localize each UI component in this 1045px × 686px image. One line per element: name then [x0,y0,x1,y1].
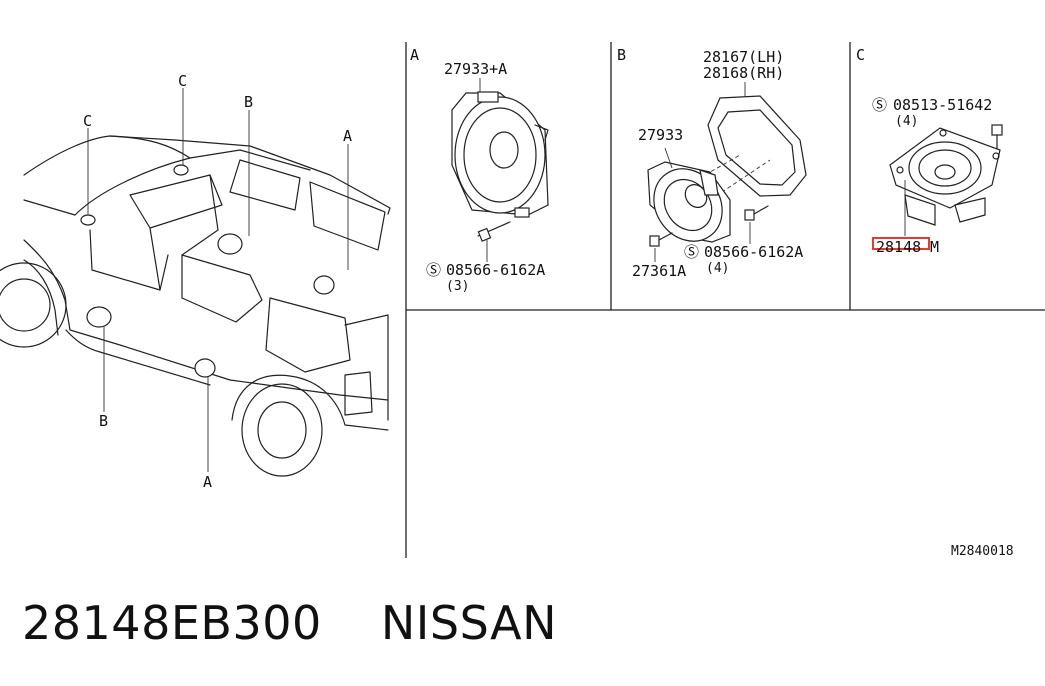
panel-a-speaker [451,78,549,262]
highlight-box[interactable] [872,237,930,250]
figure-code: M2840018 [951,544,1014,559]
panel-a-letter: A [410,46,419,64]
panel-b-screw-label: 08566-6162A [704,243,803,261]
callout-c-top: C [178,72,187,90]
panel-b-part-lh: 28167(LH) [703,48,784,66]
panel-b-bolt-label: 27361A [632,262,686,280]
panel-c-highlight-part[interactable]: 28148 [876,238,921,256]
panel-c-screw-symbol: Ⓢ [872,96,887,114]
panel-b-screw-symbol: Ⓢ [684,243,699,261]
panel-b-speaker-label: 27933 [638,126,683,144]
panel-a-screw-label: 08566-6162A [446,261,545,279]
panel-c-highlight-suffix: M [930,238,939,256]
callout-b-top: B [244,93,253,111]
panel-c-screw-qty: (4) [895,114,918,129]
panel-c-tweeter [889,124,1003,236]
panel-a-part-label: 27933+A [444,60,507,78]
panel-a-screw-symbol: Ⓢ [426,261,441,279]
panel-b-part-rh: 28168(RH) [703,64,784,82]
caption: 28148EB300 NISSAN [22,596,557,650]
callout-c-left: C [83,112,92,130]
panel-b-speaker-assembly [647,82,807,262]
callout-a-bottom: A [203,473,212,491]
panel-a-screw-qty: (3) [446,279,469,294]
part-number: 28148EB300 [22,596,322,650]
callout-a-top: A [343,127,352,145]
panel-c-screw-label: 08513-51642 [893,96,992,114]
callout-b-bottom: B [99,412,108,430]
brand-name: NISSAN [380,596,557,650]
panel-b-screw-qty: (4) [706,261,729,276]
panel-c-letter: C [856,46,865,64]
panel-b-letter: B [617,46,626,64]
car-illustration [0,88,391,477]
